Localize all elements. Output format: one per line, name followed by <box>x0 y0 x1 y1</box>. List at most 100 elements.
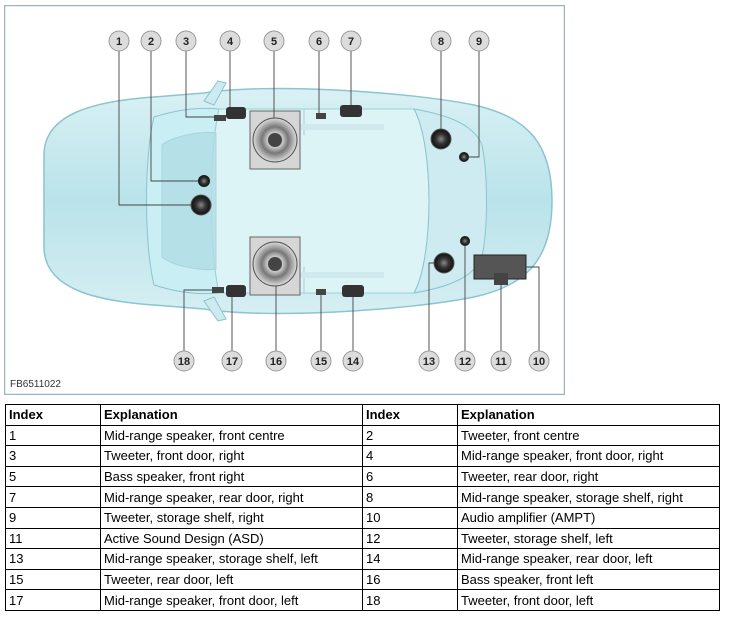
index-cell: 11 <box>5 527 101 550</box>
callout-10: 10 <box>528 350 550 372</box>
callout-2: 2 <box>140 30 162 52</box>
explanation-cell: Mid-range speaker, front door, right <box>457 445 720 467</box>
callout-7-label: 7 <box>348 36 354 48</box>
callout-17-label: 17 <box>226 356 238 368</box>
callout-14-label: 14 <box>347 356 360 368</box>
callout-7: 7 <box>340 30 362 52</box>
callout-11-label: 11 <box>495 356 507 368</box>
callout-9: 9 <box>468 30 490 52</box>
explanation-cell: Tweeter, front door, right <box>100 445 363 467</box>
explanation-cell: Bass speaker, front left <box>457 568 720 591</box>
callout-2-label: 2 <box>148 36 154 48</box>
explanation-cell: Tweeter, front centre <box>457 424 720 447</box>
speaker-15-mark <box>316 289 326 295</box>
explanation-cell: Mid-range speaker, storage shelf, left <box>100 548 363 570</box>
callout-17: 17 <box>221 350 243 372</box>
callout-8: 8 <box>430 30 452 52</box>
index-cell: 15 <box>5 568 101 591</box>
index-cell: 18 <box>362 589 458 611</box>
header-explanation-right: Explanation <box>457 404 720 426</box>
index-cell: 1 <box>5 424 101 447</box>
speaker-14-mark <box>342 285 364 297</box>
speaker-7-mark <box>340 105 362 117</box>
explanation-cell: Tweeter, front door, left <box>457 589 720 611</box>
callout-4-label: 4 <box>227 36 234 48</box>
speaker-1-mark <box>190 194 212 216</box>
speaker-3-mark <box>214 115 226 121</box>
explanation-cell: Tweeter, storage shelf, left <box>457 527 720 550</box>
callout-13: 13 <box>418 350 440 372</box>
callout-16-label: 16 <box>270 356 282 368</box>
index-cell: 16 <box>362 568 458 591</box>
callout-3-label: 3 <box>183 36 189 48</box>
explanation-cell: Tweeter, rear door, right <box>457 465 720 488</box>
explanation-cell: Mid-range speaker, front centre <box>100 424 363 447</box>
speaker-location-diagram: 1 2 3 4 5 6 7 8 9 10 11 12 13 14 15 16 1… <box>4 5 565 395</box>
callout-8-label: 8 <box>438 36 444 48</box>
callout-18-label: 18 <box>178 356 190 368</box>
callout-1: 1 <box>108 30 130 52</box>
figure-code: FB6511022 <box>10 379 61 390</box>
speaker-16-mark <box>249 236 301 296</box>
callout-16: 16 <box>265 350 287 372</box>
explanation-cell: Mid-range speaker, front door, left <box>100 589 363 611</box>
callout-4: 4 <box>219 30 241 52</box>
explanation-cell: Active Sound Design (ASD) <box>100 527 363 550</box>
callout-13-label: 13 <box>423 356 435 368</box>
index-cell: 10 <box>362 506 458 529</box>
explanation-cell: Mid-range speaker, storage shelf, right <box>457 486 720 508</box>
callout-12-label: 12 <box>459 356 471 368</box>
callout-15-label: 15 <box>315 356 327 368</box>
speaker-5-mark <box>249 110 301 170</box>
index-cell: 12 <box>362 527 458 550</box>
callouts: 1 2 3 4 5 6 7 8 9 10 11 12 13 14 15 16 1… <box>108 30 550 372</box>
index-cell: 5 <box>5 465 101 488</box>
index-cell: 8 <box>362 486 458 508</box>
callout-3: 3 <box>175 30 197 52</box>
explanation-cell: Audio amplifier (AMPT) <box>457 506 720 529</box>
callout-6: 6 <box>308 30 330 52</box>
callout-14: 14 <box>342 350 364 372</box>
callout-5: 5 <box>263 30 285 52</box>
callout-18: 18 <box>173 350 195 372</box>
callout-11: 11 <box>490 350 512 372</box>
index-cell: 17 <box>5 589 101 611</box>
legend-header-row: Index Explanation Index Explanation <box>5 404 720 426</box>
explanation-cell: Tweeter, rear door, left <box>100 568 363 591</box>
callout-9-label: 9 <box>476 36 482 48</box>
index-cell: 4 <box>362 445 458 467</box>
header-index-left: Index <box>5 404 101 426</box>
speaker-12-mark <box>460 236 470 246</box>
asd-11-mark <box>494 273 508 285</box>
explanation-cell: Bass speaker, front right <box>100 465 363 488</box>
index-cell: 9 <box>5 506 101 529</box>
speaker-18-mark <box>212 287 224 293</box>
explanation-cell: Mid-range speaker, rear door, right <box>100 486 363 508</box>
index-cell: 2 <box>362 424 458 447</box>
callout-6-label: 6 <box>316 36 322 48</box>
speaker-4-mark <box>226 107 246 119</box>
speaker-components <box>190 105 527 297</box>
callout-leaders <box>118 51 540 351</box>
diagram-canvas: 1 2 3 4 5 6 7 8 9 10 11 12 13 14 15 16 1… <box>4 5 565 395</box>
header-index-right: Index <box>362 404 458 426</box>
index-cell: 13 <box>5 548 101 570</box>
callout-5-label: 5 <box>271 36 277 48</box>
index-cell: 14 <box>362 548 458 570</box>
header-explanation-left: Explanation <box>100 404 363 426</box>
callout-10-label: 10 <box>533 356 545 368</box>
speaker-9-mark <box>459 152 469 162</box>
speaker-2-mark <box>198 175 210 187</box>
callout-15: 15 <box>310 350 332 372</box>
index-cell: 6 <box>362 465 458 488</box>
